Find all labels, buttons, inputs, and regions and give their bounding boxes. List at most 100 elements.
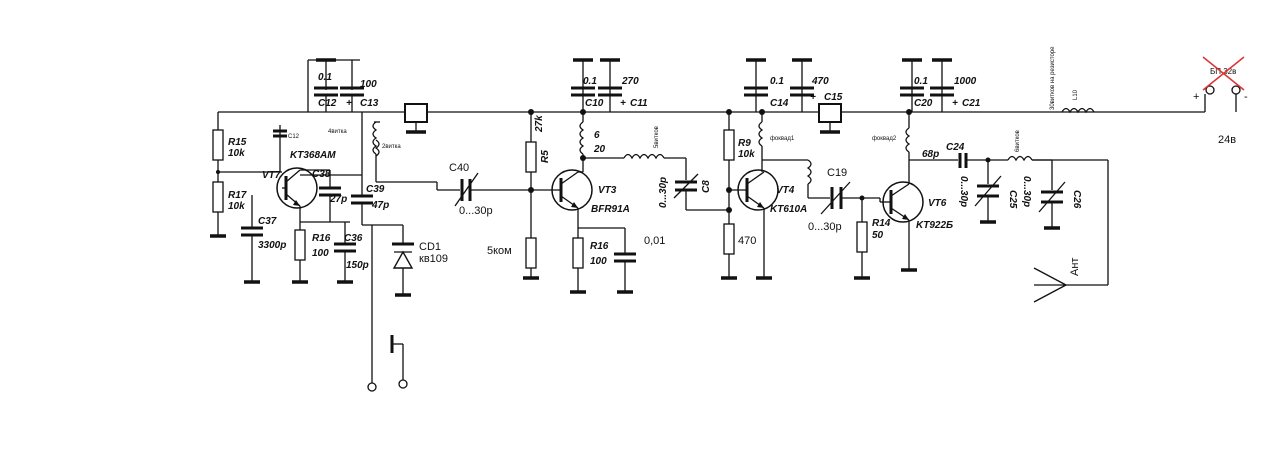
c8-label: C8: [701, 180, 712, 193]
l-5vitkov-label: 5витков: [654, 126, 660, 148]
l10-note: 30витков на резисторе: [1050, 46, 1056, 110]
c-001-label: 0,01: [644, 235, 665, 247]
c19-value: 0...30p: [808, 221, 842, 233]
svg-text:+: +: [346, 98, 352, 109]
c13-label: C13: [360, 98, 379, 109]
c12-label: C12: [318, 98, 337, 109]
vt7-type: KT368AM: [290, 150, 336, 161]
c25-label: C25: [1007, 190, 1018, 209]
r-470-label: 470: [738, 235, 756, 247]
r9-label: R9: [738, 138, 751, 149]
r15-value: 10k: [228, 148, 245, 159]
svg-text:+: +: [952, 98, 958, 109]
r16a-value: 100: [312, 248, 329, 259]
cd1-label: CD1: [419, 241, 441, 253]
c20-value: 0.1: [914, 76, 928, 87]
r5-label: R5: [540, 150, 551, 163]
c38-value: 27p: [329, 194, 347, 205]
r17-resistor: [212, 181, 224, 213]
vt6-label: VT6: [928, 198, 947, 209]
r5-resistor: [525, 141, 537, 173]
plus-label: +: [1193, 91, 1199, 103]
l-6-label: 6: [594, 130, 600, 141]
vt7-label: VT7: [262, 170, 281, 181]
regulator-2: [818, 103, 842, 123]
regulator-1: [404, 103, 428, 123]
vt4-label: VT4: [776, 185, 795, 196]
c14-label: C14: [770, 98, 789, 109]
c26-label: C26: [1071, 190, 1082, 209]
c37-value: 3300p: [258, 240, 286, 251]
vt3-transistor: [551, 169, 593, 211]
cd1-varicap: [392, 250, 414, 269]
r16b-value: 100: [590, 256, 607, 267]
l-2vitka-label: 2витка: [382, 144, 401, 150]
vt4-choke: [758, 121, 764, 147]
r-470-resistor: [723, 223, 735, 255]
r16a-resistor: [294, 229, 306, 261]
psu-terminal-minus: [1231, 85, 1241, 95]
dr-label-2: фоквад2: [872, 136, 897, 142]
c21-label: C21: [962, 98, 981, 109]
vt4-type: KT610A: [770, 204, 807, 215]
r9-value: 10k: [738, 149, 755, 160]
c13-value: 100: [360, 79, 377, 90]
c36-value: 150p: [346, 260, 369, 271]
c10-label: C10: [585, 98, 604, 109]
c26-trim-value: 0...30p: [1021, 176, 1032, 207]
c37-label: C37: [258, 216, 277, 227]
l-2vitka: [374, 139, 380, 157]
cap-group-c14-c15: [744, 58, 814, 112]
c8-value: 0...30p: [658, 177, 669, 208]
l-4vitka-label: 4витка: [328, 129, 347, 135]
antenna-symbol: [1033, 267, 1067, 303]
c14-value: 0.1: [770, 76, 784, 87]
c40-value: 0...30p: [459, 205, 493, 217]
c39-value: 47p: [371, 200, 389, 211]
c19-label: C19: [827, 167, 847, 179]
c12-value: 0.1: [318, 72, 332, 83]
c40-label: C40: [449, 162, 469, 174]
c36-label: C36: [344, 233, 363, 244]
r9-resistor: [723, 129, 735, 161]
input-terminal-1: [367, 382, 377, 392]
r16a-label: R16: [312, 233, 331, 244]
minus-label: -: [1244, 91, 1248, 103]
r14-value: 50: [872, 230, 884, 241]
vt6-choke: [905, 127, 911, 153]
r16b-label: R16: [590, 241, 609, 252]
c20-label: C20: [914, 98, 933, 109]
dr-label-1: фоквад1: [770, 136, 795, 142]
l10-label: L10: [1073, 89, 1079, 100]
cap-group-c10-c11: [571, 58, 622, 112]
vt3-label: VT3: [598, 185, 617, 196]
r-5kom-label: 5ком: [487, 245, 512, 257]
vt7-transistor: [276, 167, 318, 209]
c24-value: 68p: [922, 149, 939, 160]
c-fb-note: C12: [288, 134, 300, 140]
r17-value: 10k: [228, 201, 245, 212]
r-5kom-resistor: [525, 237, 537, 269]
r15-label: R15: [228, 137, 247, 148]
l-output-label: 6витков: [1015, 130, 1021, 152]
r17-label: R17: [228, 190, 247, 201]
l-20-label: 20: [593, 144, 606, 155]
svg-text:+: +: [620, 98, 626, 109]
psu-terminal-plus: [1205, 85, 1215, 95]
vt3-type: BFR91A: [591, 204, 630, 215]
r15-resistor: [212, 129, 224, 161]
cd1-type: кв109: [419, 253, 448, 265]
c39-label: C39: [366, 184, 385, 195]
r14-resistor: [856, 221, 868, 253]
c24-trim-value: 0...30p: [958, 176, 969, 207]
vt3-choke: [579, 121, 585, 155]
supply-voltage: 24в: [1218, 134, 1236, 146]
vt6-type: KT922Б: [916, 220, 953, 231]
c10-value: 0.1: [583, 76, 597, 87]
c24-label: C24: [946, 142, 965, 153]
psu-label: БП 32в: [1210, 67, 1236, 76]
r16b-resistor: [572, 237, 584, 269]
svg-text:+: +: [810, 92, 816, 103]
l-output: [1007, 155, 1033, 162]
